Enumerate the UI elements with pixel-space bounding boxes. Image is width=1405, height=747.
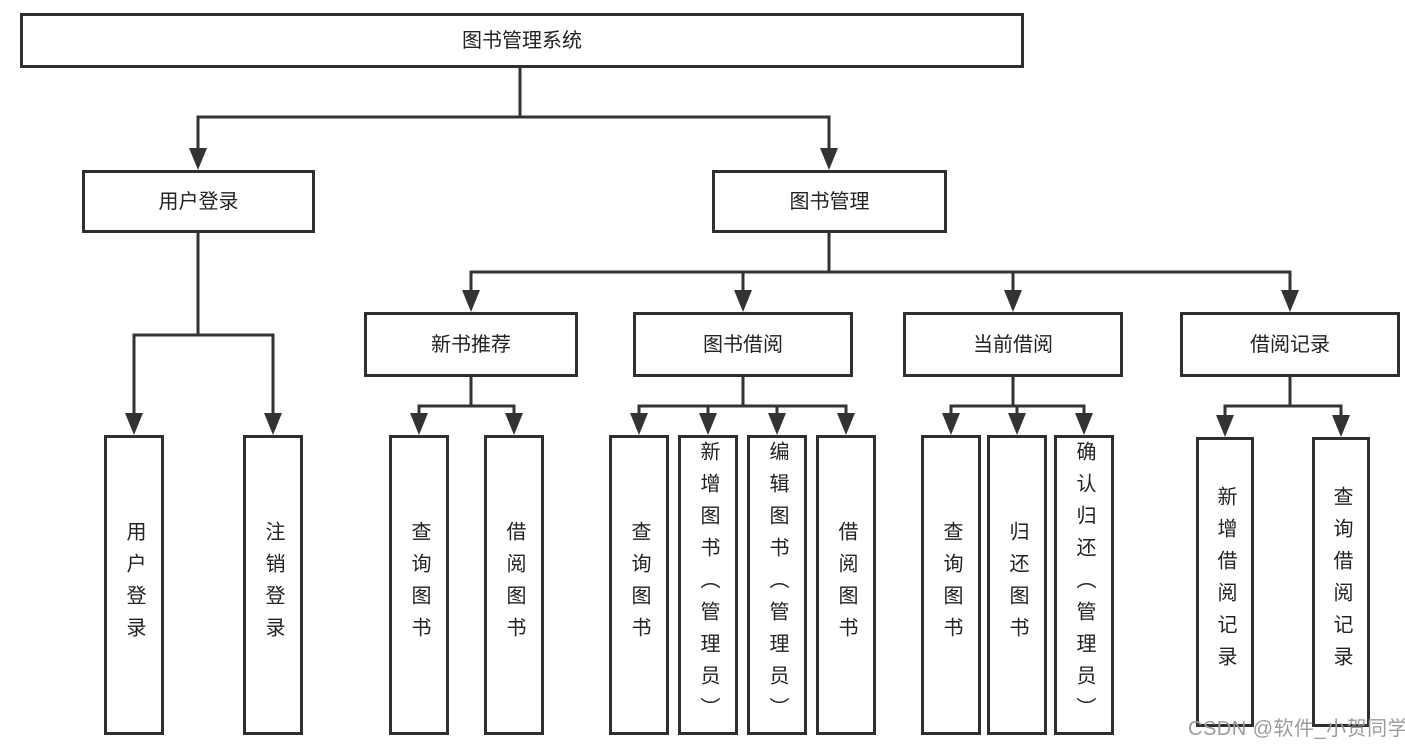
leaf-label: 注销登录 [262, 521, 284, 649]
leaf-add-borrow-record: 新增借阅记录 [1196, 437, 1254, 727]
leaf-label: 归还图书 [1006, 521, 1028, 649]
leaf-query-borrow-record: 查询借阅记录 [1312, 437, 1370, 727]
leaf-label: 借阅图书 [503, 521, 525, 649]
leaf-label: 借阅图书 [835, 521, 857, 649]
leaf-current-query-books: 查询图书 [921, 435, 981, 735]
leaf-label: 查询图书 [408, 521, 430, 649]
leaf-borrow-query-books: 查询图书 [609, 435, 669, 735]
leaf-label: 编辑图书（管理员） [766, 441, 788, 729]
leaf-edit-book-admin: 编辑图书（管理员） [747, 435, 807, 735]
leaf-confirm-return-admin: 确认归还（管理员） [1054, 435, 1114, 735]
leaf-newbook-query-books: 查询图书 [389, 435, 449, 735]
node-current-borrow: 当前借阅 [903, 312, 1123, 377]
leaf-label: 新增借阅记录 [1214, 486, 1236, 678]
node-book-management: 图书管理 [712, 170, 947, 233]
leaf-label: 新增图书（管理员） [697, 441, 719, 729]
leaf-label: 查询图书 [940, 521, 962, 649]
leaf-add-book-admin: 新增图书（管理员） [678, 435, 738, 735]
node-book-borrow: 图书借阅 [633, 312, 853, 377]
node-system-root: 图书管理系统 [20, 13, 1024, 68]
leaf-return-book: 归还图书 [987, 435, 1047, 735]
node-borrow-records: 借阅记录 [1180, 312, 1400, 377]
leaf-label: 确认归还（管理员） [1073, 441, 1095, 729]
leaf-label: 查询借阅记录 [1330, 486, 1352, 678]
leaf-user-login: 用户登录 [104, 435, 164, 735]
node-user-login: 用户登录 [82, 170, 315, 233]
node-new-book-recommend: 新书推荐 [364, 312, 578, 377]
csdn-watermark: CSDN @软件_小贺同学 [1188, 718, 1405, 740]
leaf-newbook-borrow-books: 借阅图书 [484, 435, 544, 735]
leaf-logout: 注销登录 [243, 435, 303, 735]
leaf-label: 查询图书 [628, 521, 650, 649]
leaf-borrow-book: 借阅图书 [816, 435, 876, 735]
leaf-label: 用户登录 [123, 521, 145, 649]
